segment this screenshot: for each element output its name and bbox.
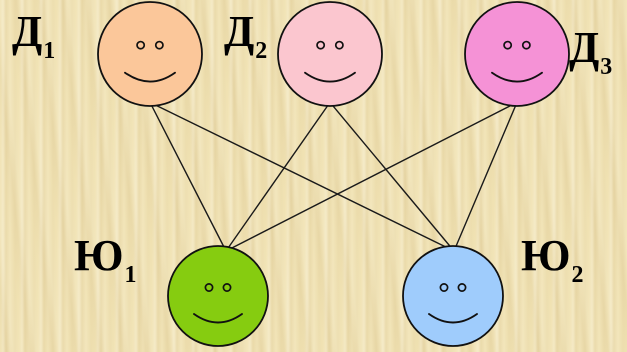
left-eye-icon (439, 283, 449, 292)
right-eye-icon (334, 40, 344, 50)
edge-d3-u1 (225, 101, 518, 252)
edge-d1-u2 (149, 101, 455, 252)
node-u2 (402, 245, 504, 347)
edge-d3-u2 (453, 102, 518, 252)
nodes-layer (97, 1, 570, 347)
smiley-face-icon (402, 245, 504, 347)
smile-mouth-icon (304, 71, 356, 83)
left-eye-icon (503, 40, 513, 50)
edges-layer (149, 101, 518, 252)
right-eye-icon (154, 40, 164, 50)
smile-mouth-icon (193, 313, 243, 324)
node-u1 (167, 245, 269, 347)
right-eye-icon (457, 283, 467, 292)
node-label-u2: Ю2 (521, 231, 584, 288)
right-eye-icon (222, 283, 232, 292)
smile-mouth-icon (428, 313, 478, 324)
edge-d2-u2 (329, 101, 455, 252)
node-d1 (97, 1, 203, 107)
smiley-face-icon (464, 1, 570, 107)
node-label-u1: Ю1 (74, 231, 137, 288)
node-d2 (277, 1, 383, 107)
smile-mouth-icon (491, 71, 543, 83)
node-label-d3: Д3 (569, 23, 613, 80)
left-eye-icon (316, 40, 326, 50)
smile-mouth-icon (124, 71, 176, 83)
smiley-face-icon (277, 1, 383, 107)
edge-d2-u1 (225, 101, 331, 252)
node-label-d2: Д2 (224, 7, 268, 64)
node-d3 (464, 1, 570, 107)
node-label-d1: Д1 (12, 7, 56, 64)
smiley-face-icon (167, 245, 269, 347)
right-eye-icon (521, 40, 531, 50)
left-eye-icon (136, 40, 146, 50)
edge-d1-u1 (149, 102, 227, 252)
left-eye-icon (204, 283, 214, 292)
smiley-face-icon (97, 1, 203, 107)
